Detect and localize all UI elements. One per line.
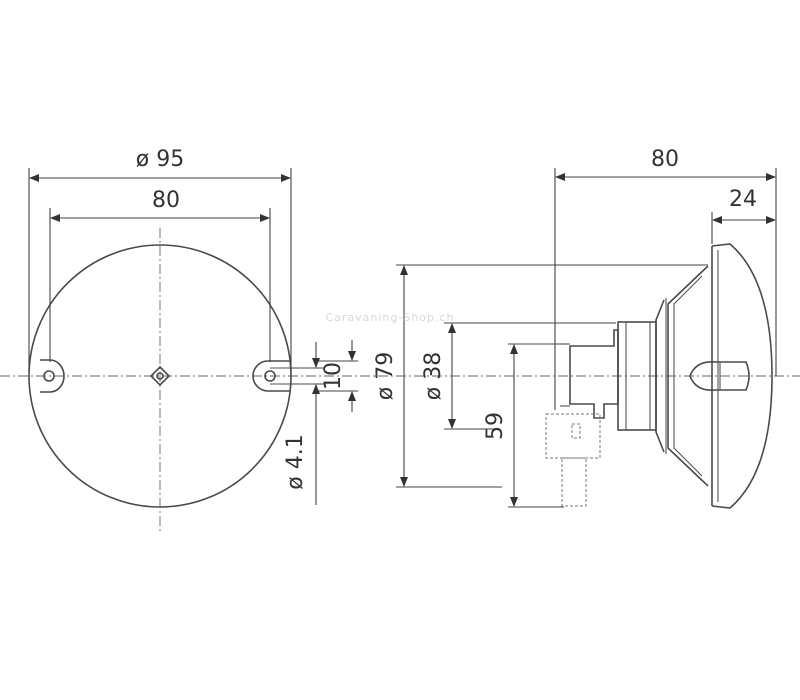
bulb-socket [569,329,619,419]
front-view: ø 95 80 10 ø 4.1 [28,147,358,508]
lamp-outline-circle [28,244,292,508]
right-mounting-slot [252,360,290,392]
hole-spacing-label: 80 [152,188,180,213]
slot-width-label: 10 [321,362,346,390]
center-mark [149,365,171,387]
left-mounting-hole [43,370,55,382]
hole-diameter-label: ø 4.1 [283,434,308,489]
lens-bump [689,360,750,392]
base-diameter-label: ø 38 [421,352,446,400]
total-depth-label: 80 [651,147,679,172]
lens-diameter-label: ø 79 [373,352,398,400]
reflector-cone-inner [673,275,703,477]
side-view: 80 24 ø 79 ø 38 59 [373,147,777,509]
left-mounting-ear [40,359,65,393]
lens-dome [711,243,773,509]
watermark-text: Caravaning-Shop.ch [325,311,454,324]
right-mounting-hole [264,370,276,382]
lens-depth-label: 24 [729,187,757,212]
connector-height-label: 59 [483,412,508,440]
hidden-connector-upper [545,413,601,459]
reflector-cone [667,265,709,487]
outer-diameter-label: ø 95 [136,147,184,172]
hidden-connector-lower [561,457,587,507]
